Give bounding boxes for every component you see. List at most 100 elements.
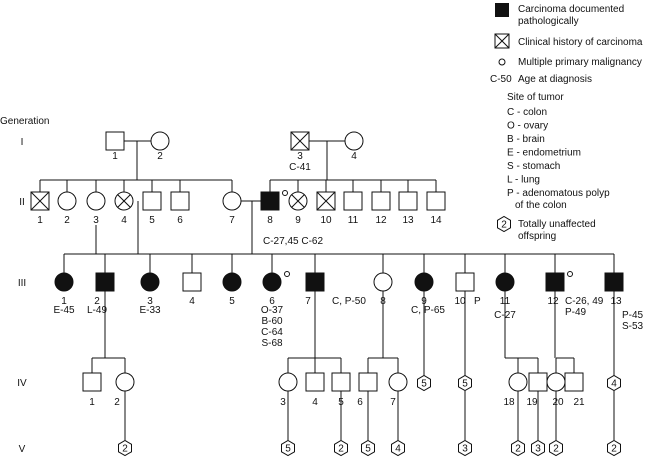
gen5-offspring-hexagon: [281, 439, 295, 457]
legend-unaffected-hexagon: [497, 215, 511, 233]
gen3-9-diagnosis: C, P-65: [411, 305, 445, 316]
gen2-5-number: 5: [149, 215, 155, 226]
offspring-count-label: 3: [535, 444, 541, 455]
gen2-2-circle: [57, 191, 77, 211]
gen2-10-number: 10: [320, 215, 332, 226]
gen1-3-diagnosis: C-41: [289, 162, 311, 173]
gen4-2-circle: [115, 372, 135, 392]
gen3-5-circle: [222, 272, 242, 292]
legend-site-item: C - colon: [507, 107, 547, 118]
gen3-2-square: [95, 272, 115, 292]
legend-site-item: P - adenomatous polyp: [507, 188, 610, 199]
gen4-19-square: [528, 372, 548, 392]
gen5-offspring-hexagon: [549, 439, 563, 457]
gen3-8-circle: [373, 272, 393, 292]
clinical-cross: [316, 191, 336, 211]
gen3-1-diagnosis: E-45: [53, 305, 75, 316]
gen4-21-number: 21: [573, 397, 585, 408]
gen3-1-circle: [54, 272, 74, 292]
gen4-7-circle: [388, 372, 408, 392]
offspring-count-label: 5: [285, 444, 291, 455]
gen4-offspring-hexagon: [458, 374, 472, 392]
gen2-5-square: [142, 191, 162, 211]
legend-site-title: Site of tumor: [507, 92, 564, 103]
gen2-6-square: [170, 191, 190, 211]
multiple-primary-marker: [282, 190, 288, 196]
multiple-primary-marker: [567, 271, 573, 277]
gen3-7-square: [305, 272, 325, 292]
gen3-4-square: [182, 272, 202, 292]
offspring-count-label: 5: [421, 379, 427, 390]
legend-age-text: Age at diagnosis: [518, 74, 592, 85]
clinical-cross: [30, 191, 50, 211]
gen2-12-number: 12: [375, 215, 387, 226]
gen2-9-number: 9: [295, 215, 301, 226]
offspring-count-label: 4: [395, 444, 401, 455]
offspring-count-label: 5: [462, 379, 468, 390]
offspring-count-label: 5: [365, 444, 371, 455]
offspring-count-label: 2: [501, 220, 507, 231]
gen3-9-circle: [414, 272, 434, 292]
gen2-7-circle: [222, 191, 242, 211]
gen5-offspring-hexagon: [334, 439, 348, 457]
gen2-3-circle: [86, 191, 106, 211]
gen1-4-number: 4: [351, 151, 357, 162]
gen2-8-number: 8: [267, 215, 273, 226]
gen2-12-square: [371, 191, 391, 211]
gen2-8-diagnosis: C-27,45 C-62: [263, 236, 323, 247]
gen1-2-circle: [150, 131, 170, 151]
legend-site-item: O - ovary: [507, 121, 548, 132]
legend-clinical-cross: [494, 33, 510, 49]
generation-label-IV: IV: [17, 378, 27, 389]
gen5-offspring-hexagon: [361, 439, 375, 457]
gen4-18-circle: [508, 372, 528, 392]
legend-site-item: L - lung: [507, 175, 540, 186]
gen1-1-square: [105, 131, 125, 151]
offspring-count-label: 2: [611, 444, 617, 455]
gen3-3-circle: [140, 272, 160, 292]
gen3-11-circle: [495, 272, 515, 292]
gen4-6-square: [358, 372, 378, 392]
gen1-2-number: 2: [157, 151, 163, 162]
generation-label-I: I: [21, 137, 24, 148]
gen4-1-number: 1: [89, 397, 95, 408]
gen2-3-number: 3: [93, 215, 99, 226]
legend-affected-text: pathologically: [518, 16, 579, 27]
gen4-5-square: [331, 372, 351, 392]
gen4-6-number: 6: [357, 397, 363, 408]
gen4-2-number: 2: [114, 397, 120, 408]
gen3-7-diagnosis: C, P-50: [332, 296, 366, 307]
gen4-7-number: 7: [390, 397, 396, 408]
gen3-3-diagnosis: E-33: [139, 305, 161, 316]
gen3-2-number: 2: [94, 296, 100, 307]
clinical-cross: [117, 194, 131, 208]
gen5-offspring-hexagon: [607, 439, 621, 457]
gen3-6-diagnosis: B-60: [261, 316, 283, 327]
gen2-6-number: 6: [177, 215, 183, 226]
gen3-13-diagnosis: S-53: [622, 321, 644, 332]
generation-header: Generation: [0, 116, 49, 127]
gen3-6-diagnosis: C-64: [261, 327, 283, 338]
gen2-1-number: 1: [37, 215, 43, 226]
gen3-7-number: 7: [305, 296, 311, 307]
gen3-13-diagnosis: P-45: [622, 310, 644, 321]
gen4-3-number: 3: [280, 397, 286, 408]
gen2-4-number: 4: [121, 215, 127, 226]
legend-affected-swatch: [495, 3, 509, 17]
gen3-12-diagnosis: P-49: [565, 307, 587, 318]
legend-site-item: S - stomach: [507, 161, 560, 172]
gen2-11-square: [343, 191, 363, 211]
gen3-5-number: 5: [229, 296, 235, 307]
gen3-6-number: 6: [269, 296, 275, 307]
gen4-4-number: 4: [312, 397, 318, 408]
gen5-offspring-hexagon: [458, 439, 472, 457]
offspring-count-label: 2: [515, 444, 521, 455]
gen3-10-number: 10: [454, 296, 466, 307]
gen4-21-square: [564, 372, 584, 392]
legend-age-code: C-50: [490, 74, 512, 85]
gen3-4-number: 4: [189, 296, 195, 307]
gen3-10-square: [455, 272, 475, 292]
clinical-cross: [291, 194, 305, 208]
gen2-14-number: 14: [430, 215, 442, 226]
